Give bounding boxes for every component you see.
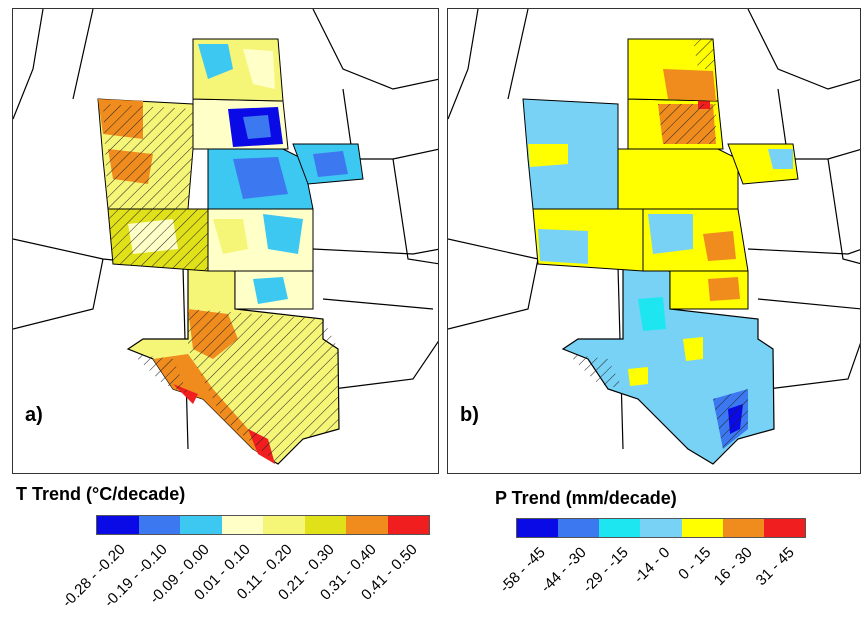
legend-swatch (558, 519, 600, 537)
legend-swatch (517, 519, 559, 537)
very-wet-patch (703, 231, 736, 261)
cool-patch (253, 277, 288, 304)
precipitation-color-bar (516, 518, 806, 538)
very-wet-patch (663, 69, 716, 101)
legend-tick-label: 16 - 30 (710, 544, 756, 590)
cool-patch (198, 44, 233, 79)
mild-patch (243, 49, 275, 89)
legend-swatch (97, 516, 139, 534)
cool-patch (263, 214, 303, 254)
cool-patch (313, 151, 348, 177)
legend-tick-label: 31 - 45 (752, 544, 798, 590)
wet-patch (528, 144, 568, 167)
cool-patch (233, 157, 288, 199)
map-panel-temperature: a) (12, 8, 439, 474)
legend-swatch (722, 519, 764, 537)
legend-tick-label: -29 - -15 (579, 544, 632, 597)
dry-patch (768, 149, 793, 169)
temperature-legend-title: T Trend (°C/decade) (16, 484, 186, 504)
wet-patch (683, 337, 703, 361)
legend-tick-label: 0 - 15 (675, 544, 715, 584)
precipitation-trend-map: b) (448, 9, 860, 465)
legend-swatch (221, 516, 263, 534)
significance-hatching (568, 39, 748, 449)
legend-swatch (138, 516, 180, 534)
significance-hatching (103, 104, 339, 464)
dry-patch (638, 297, 666, 331)
legend-swatch (180, 516, 222, 534)
panel-label-b: b) (460, 404, 479, 426)
map-panel-precipitation: b) (447, 8, 861, 474)
dry-patch (648, 214, 693, 254)
legend-tick-label: -44 - -30 (538, 544, 591, 597)
dry-patch (538, 229, 588, 264)
cool-patch (243, 115, 271, 139)
panel-label-a: a) (25, 404, 43, 426)
legend-swatch (640, 519, 682, 537)
legend-tick-label: -14 - 0 (630, 544, 674, 587)
legend-swatch (599, 519, 641, 537)
legend-swatch (263, 516, 305, 534)
temperature-trend-map: a) (13, 9, 438, 465)
legend-swatch (346, 516, 388, 534)
legend-swatch (763, 519, 805, 537)
temperature-color-bar (96, 515, 430, 535)
very-wet-patch (708, 277, 740, 301)
wet-patch (628, 367, 648, 386)
legend-swatch (304, 516, 346, 534)
mild-patch (213, 219, 248, 254)
legend-swatch (681, 519, 723, 537)
legend-swatch (387, 516, 429, 534)
precipitation-legend-title: P Trend (mm/decade) (495, 488, 677, 508)
region-nebraska (617, 148, 739, 210)
